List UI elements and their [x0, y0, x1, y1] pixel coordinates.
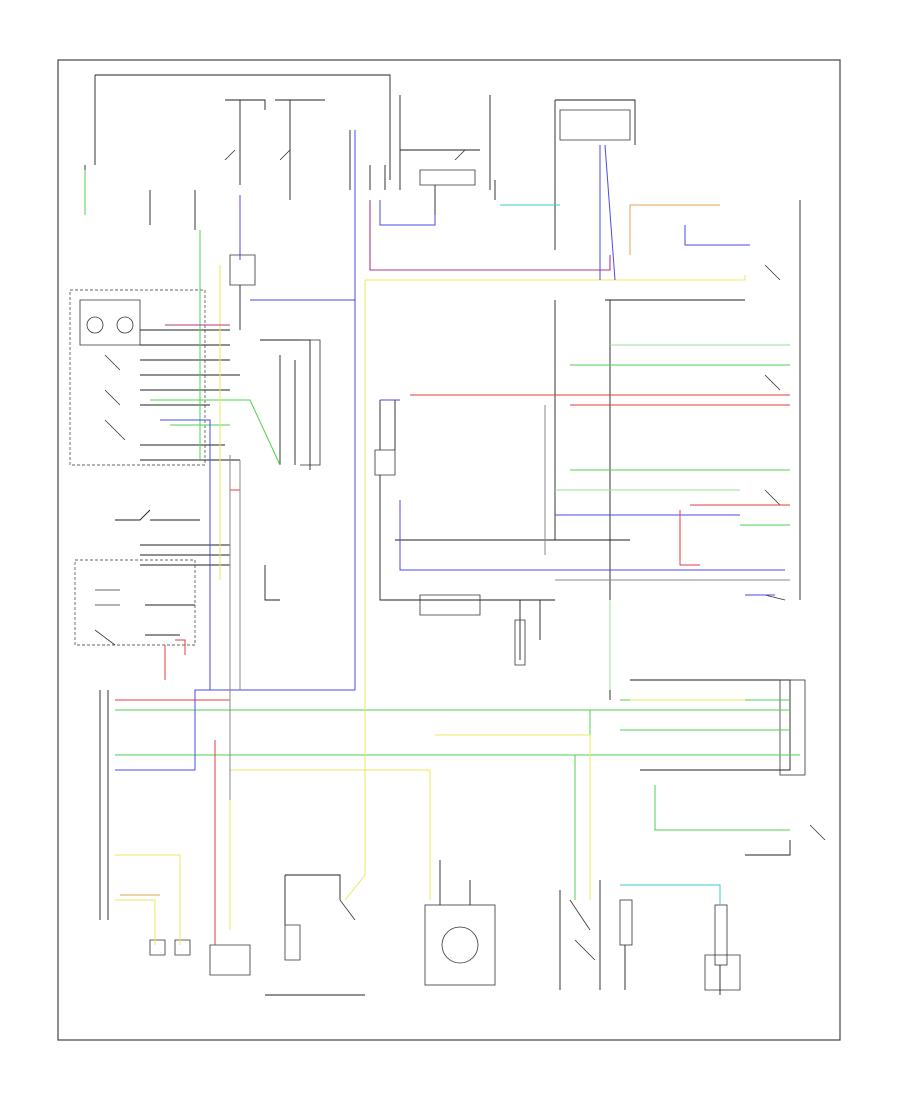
top-power-section: [84, 74, 636, 286]
wire-yellow-2: [115, 265, 431, 945]
wire-red-2: [214, 489, 790, 945]
wire-cyan: [500, 204, 721, 905]
wire-gray: [229, 405, 790, 800]
wire-blue-3: [380, 225, 785, 596]
colored-wires: [84, 130, 800, 945]
wire-yellow-3: [435, 699, 745, 900]
wire-yellow: [344, 275, 746, 901]
bottom-components: [99, 690, 741, 996]
wire-orange: [120, 204, 720, 896]
wire-blue: [115, 130, 356, 771]
left-switch-panel: [69, 285, 321, 646]
wire-green-2: [115, 364, 800, 831]
wire-blue-4: [160, 419, 211, 690]
right-side-switches: [605, 200, 826, 856]
wire-blue-2: [379, 144, 616, 281]
wire-red: [115, 394, 790, 740]
diagram-frame: [57, 59, 841, 1041]
wire-green: [84, 170, 281, 466]
wire-magenta: [165, 200, 611, 326]
center-module: [374, 300, 630, 666]
wire-lightgreen: [555, 344, 790, 690]
wire-green-3: [574, 699, 790, 900]
